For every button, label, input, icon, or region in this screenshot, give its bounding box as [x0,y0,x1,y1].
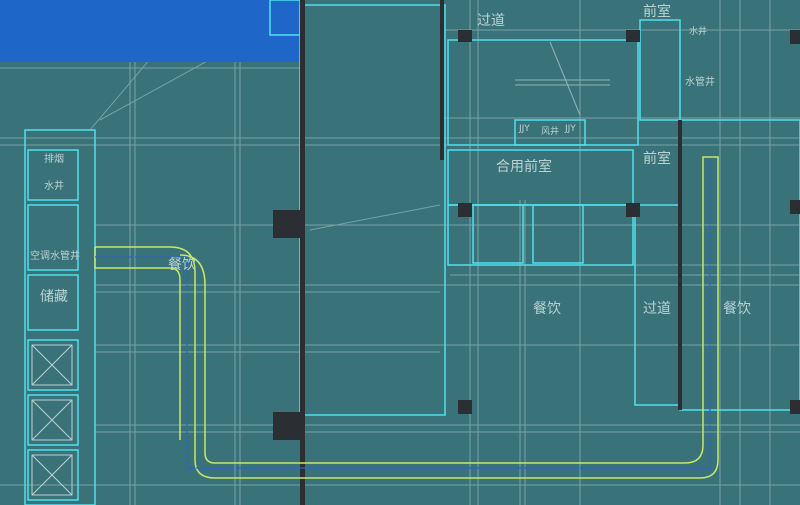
room-label-water-well-left: 水井 [44,181,64,192]
room-label-dining-left: 餐饮 [168,257,196,273]
room-label-air-well: 风井 [541,127,560,137]
stairs [515,41,610,116]
room-label-corridor-top: 过道 [477,13,505,29]
room-label-water-well-right: 水井 [689,27,708,37]
room-label-front-room-mid: 前室 [643,151,671,167]
selection-highlight [0,0,300,62]
room-label-water-pipe-well: 水管井 [685,77,715,88]
columns [273,0,800,505]
room-label-shared-front-room: 合用前室 [496,159,552,175]
room-label-dining-center: 餐饮 [533,301,561,317]
room-label-smoke-exhaust: 排烟 [44,154,64,165]
room-label-storage: 储藏 [40,289,68,305]
x-boxes [31,344,73,496]
room-label-dining-right: 餐饮 [723,301,751,317]
room-label-front-room-top: 前室 [643,4,671,20]
room-label-jy-right: JJY [565,124,576,134]
room-label-ac-pipe-well: 空调水管井 [30,251,80,262]
duct-route [94,156,719,479]
room-label-corridor-mid: 过道 [643,301,671,317]
walls [24,0,800,505]
room-label-jy-left: JJY [519,124,530,134]
